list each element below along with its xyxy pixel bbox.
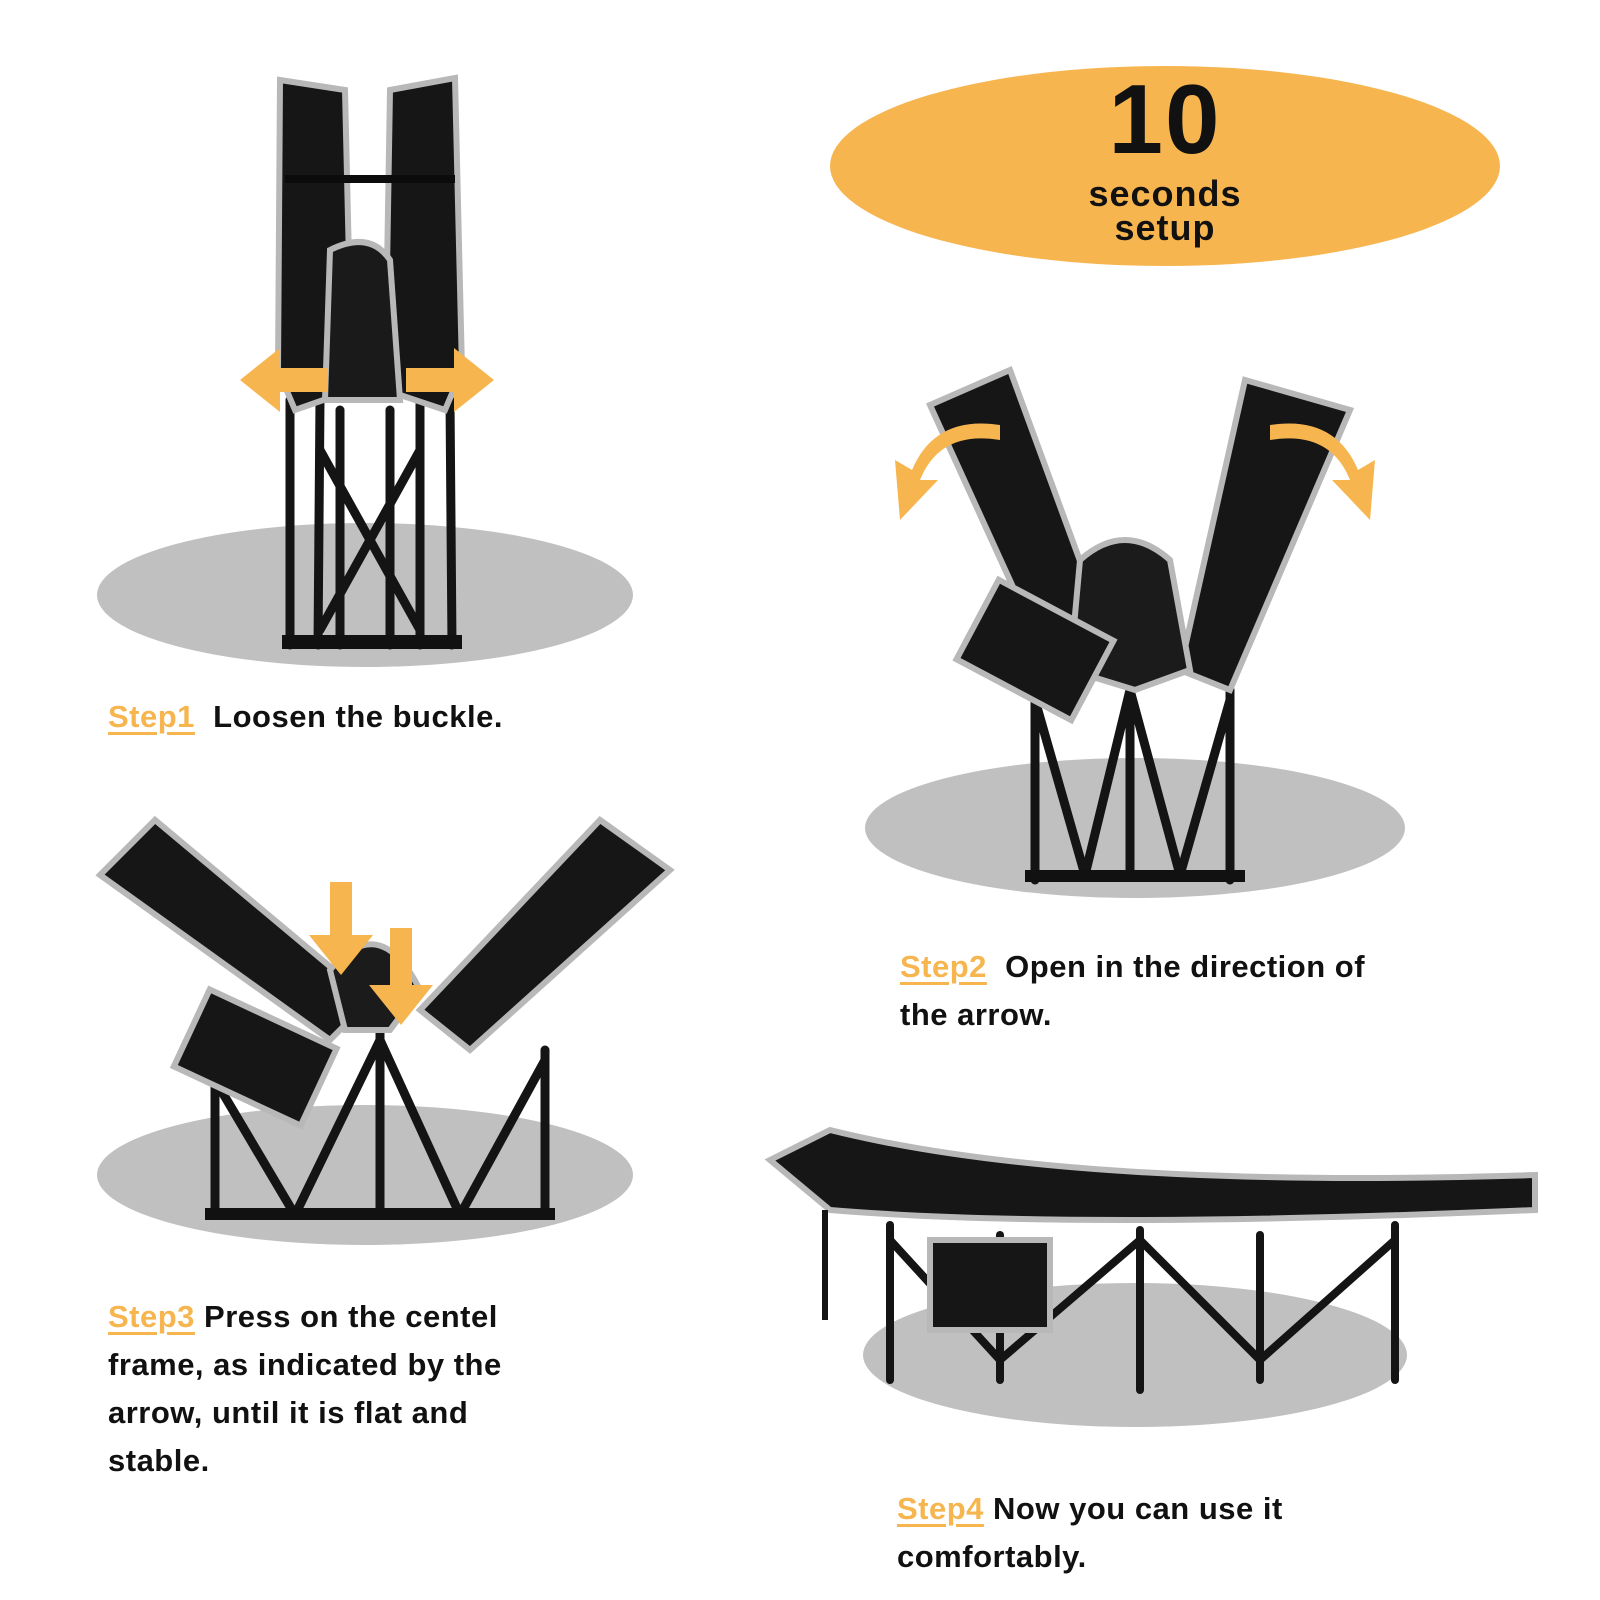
step3-text-line2: frame, as indicated by the [108,1347,502,1382]
step1-label: Step1 [108,699,195,734]
step1-text: Loosen the buckle. [213,699,503,734]
open-arrows [895,423,1375,520]
step2-caption: Step2 Open in the direction of the arrow… [900,943,1560,1039]
step3-text-line4: stable. [108,1443,210,1478]
step3-label: Step3 [108,1299,195,1334]
step3-text-line1: Press on the centel [204,1299,498,1334]
step3-caption: Step3 Press on the centel frame, as indi… [108,1293,708,1485]
step2-label: Step2 [900,949,987,984]
badge-line2: setup [1114,207,1216,248]
floor-shadow [97,523,633,667]
setup-time-badge: 10 seconds setup [830,66,1500,266]
step4-open-cot-image [764,1126,1538,1427]
step4-text-line1: Now you can use it [993,1491,1283,1526]
step4-label: Step4 [897,1491,984,1526]
press-arrows [309,882,433,1025]
step4-caption: Step4 Now you can use it comfortably. [897,1485,1557,1581]
step4-text-line2: comfortably. [897,1539,1087,1574]
step2-text-line2: the arrow. [900,997,1052,1032]
step2-opening-cot-image [865,365,1405,898]
step2-text-line1: Open in the direction of [1005,949,1366,984]
badge-number: 10 [1108,64,1222,174]
step1-folded-cot-image [97,74,633,667]
step1-caption: Step1 Loosen the buckle. [108,693,503,741]
badge-line1: seconds [1088,173,1242,214]
step3-pressing-cot-image [95,815,675,1245]
floor-shadow [97,1105,633,1245]
expand-arrows [240,348,494,412]
floor-shadow [865,758,1405,898]
step3-text-line3: arrow, until it is flat and [108,1395,469,1430]
